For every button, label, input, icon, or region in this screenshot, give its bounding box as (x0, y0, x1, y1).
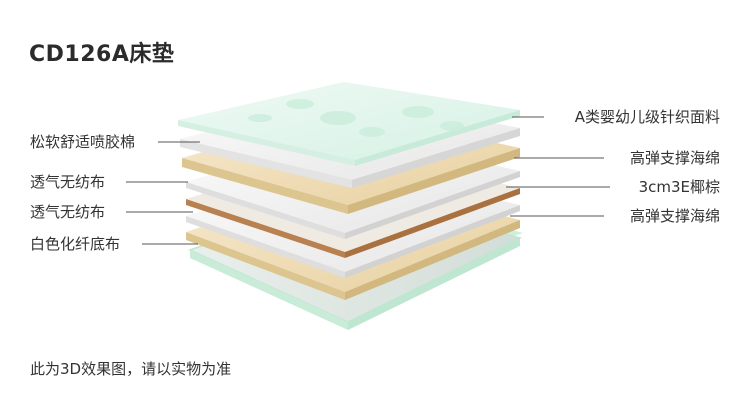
label-base-cloth: 白色化纤底布 (30, 235, 121, 253)
page-title: CD126A床垫 (29, 42, 175, 67)
right-leader-lines (506, 116, 610, 217)
layer-top-fabric (178, 82, 520, 166)
disclaimer-note: 此为3D效果图，请以实物为准 (30, 360, 232, 378)
label-coir: 3cm3E椰棕 (638, 178, 720, 196)
label-foam-1: 高弹支撑海绵 (629, 149, 720, 167)
left-leader-lines (126, 141, 200, 245)
label-nonwoven-2: 透气无纺布 (30, 203, 106, 221)
label-knitted-fabric: A类婴幼儿级针织面料 (574, 108, 720, 126)
label-foam-2: 高弹支撑海绵 (629, 207, 720, 225)
label-spray-cotton: 松软舒适喷胶棉 (30, 133, 136, 151)
label-nonwoven-1: 透气无纺布 (30, 173, 106, 191)
